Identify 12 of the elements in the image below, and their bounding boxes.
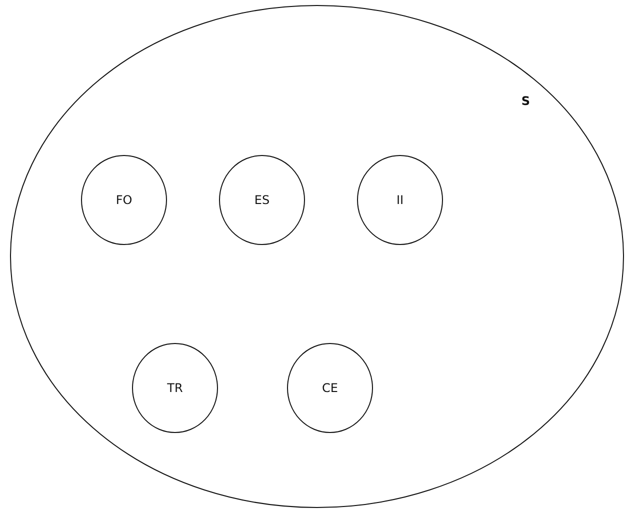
subset-label: FO: [116, 193, 132, 207]
subset-label: CE: [322, 381, 338, 395]
subset-ellipse: [219, 155, 305, 245]
subset-ellipse: [287, 343, 373, 433]
subset-label: II: [396, 193, 404, 207]
subset-label: ES: [254, 193, 270, 207]
subset-ellipse: [81, 155, 167, 245]
subset-label: TR: [167, 381, 183, 395]
set-ellipse: [10, 5, 624, 508]
subset-ellipse: [357, 155, 443, 245]
subset-ellipse: [132, 343, 218, 433]
set-label: S: [521, 94, 530, 108]
